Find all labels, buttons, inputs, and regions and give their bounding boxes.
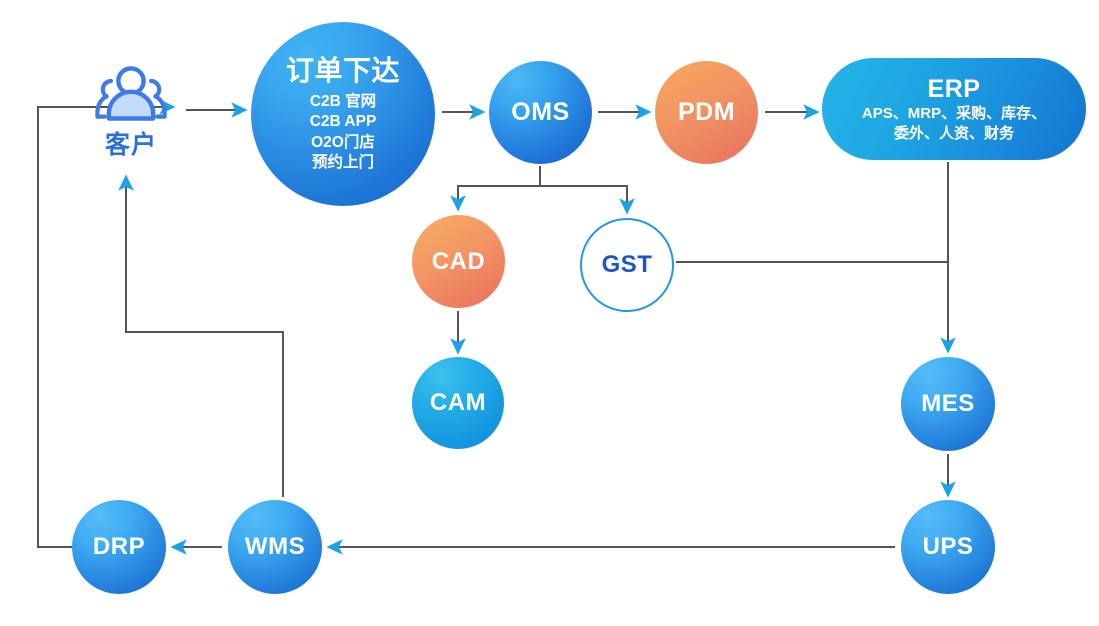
node-erp-sublines: APS、MRP、采购、库存、 委外、人资、财务 [862,104,1046,143]
node-gst[interactable]: GST [580,218,674,312]
node-order-placement[interactable]: 订单下达 C2B 官网 C2B APP O2O门店 预约上门 [251,22,435,206]
node-order-subline-4: 预约上门 [311,154,374,172]
node-mes[interactable]: MES [901,357,995,451]
node-wms-label: WMS [244,533,306,561]
node-oms[interactable]: OMS [489,61,592,164]
people-group-icon [95,65,167,121]
node-ups-label: UPS [922,533,974,561]
node-order-title: 订单下达 [285,54,400,86]
node-drp-label: DRP [92,533,146,561]
node-cam-label: CAM [429,389,487,417]
edge-oms-cad [450,166,541,212]
edge-wms-customer [118,174,284,497]
node-pdm[interactable]: PDM [655,61,758,164]
node-gst-label: GST [601,251,653,279]
node-oms-label: OMS [511,98,570,127]
node-pdm-label: PDM [677,98,736,127]
node-cam[interactable]: CAM [412,357,504,449]
node-customer-label: 客户 [104,130,157,159]
node-customer[interactable]: 客户 [84,52,178,170]
node-order-subline-1: C2B 官网 [309,92,377,110]
edge-drp-customer [37,99,176,548]
node-erp[interactable]: ERP APS、MRP、采购、库存、 委外、人资、财务 [822,58,1086,160]
node-erp-subline-2: 委外、人资、财务 [893,124,1014,142]
node-order-subline-3: O2O门店 [311,133,375,151]
node-mes-label: MES [921,390,975,418]
node-order-sublines: C2B 官网 C2B APP O2O门店 预约上门 [310,92,377,174]
node-erp-subline-1: APS、MRP、采购、库存、 [861,105,1047,123]
node-order-subline-2: C2B APP [309,113,377,131]
node-cad-label: CAD [431,247,486,275]
node-ups[interactable]: UPS [901,500,995,594]
node-erp-label: ERP [927,74,981,103]
node-wms[interactable]: WMS [228,500,322,594]
node-cad[interactable]: CAD [412,215,505,308]
node-drp[interactable]: DRP [72,500,166,594]
edge-oms-gst [539,166,635,215]
